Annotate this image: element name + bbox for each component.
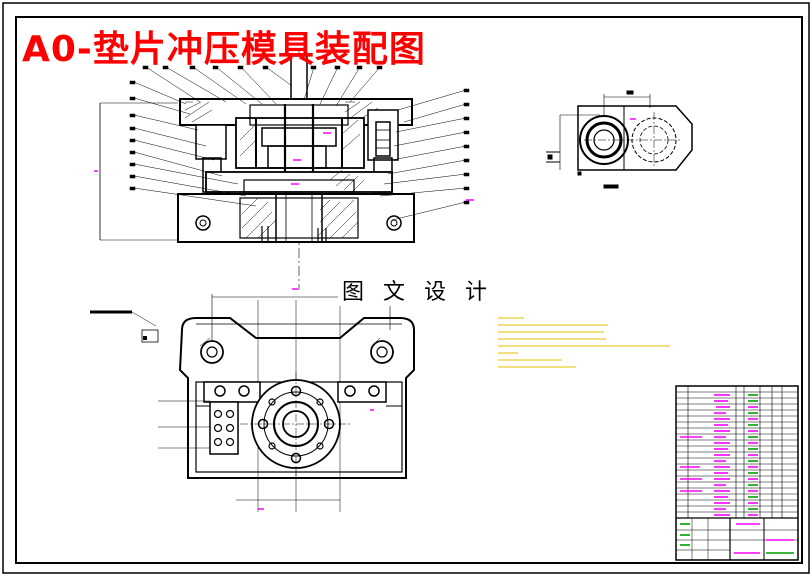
drawing-title: A0-垫片冲压模具装配图 <box>22 29 426 70</box>
plan-view <box>90 294 415 512</box>
inner-frame <box>15 16 803 564</box>
annotation-marks <box>94 118 636 510</box>
title-block-text <box>680 394 794 554</box>
watermark-text: 图 文 设 计 <box>338 274 497 306</box>
side-view <box>546 90 693 189</box>
technical-notes-lines <box>498 317 670 368</box>
part-leaders <box>129 65 470 221</box>
title-block <box>675 385 799 561</box>
technical-notes <box>498 316 676 380</box>
front-section-view <box>99 50 415 290</box>
